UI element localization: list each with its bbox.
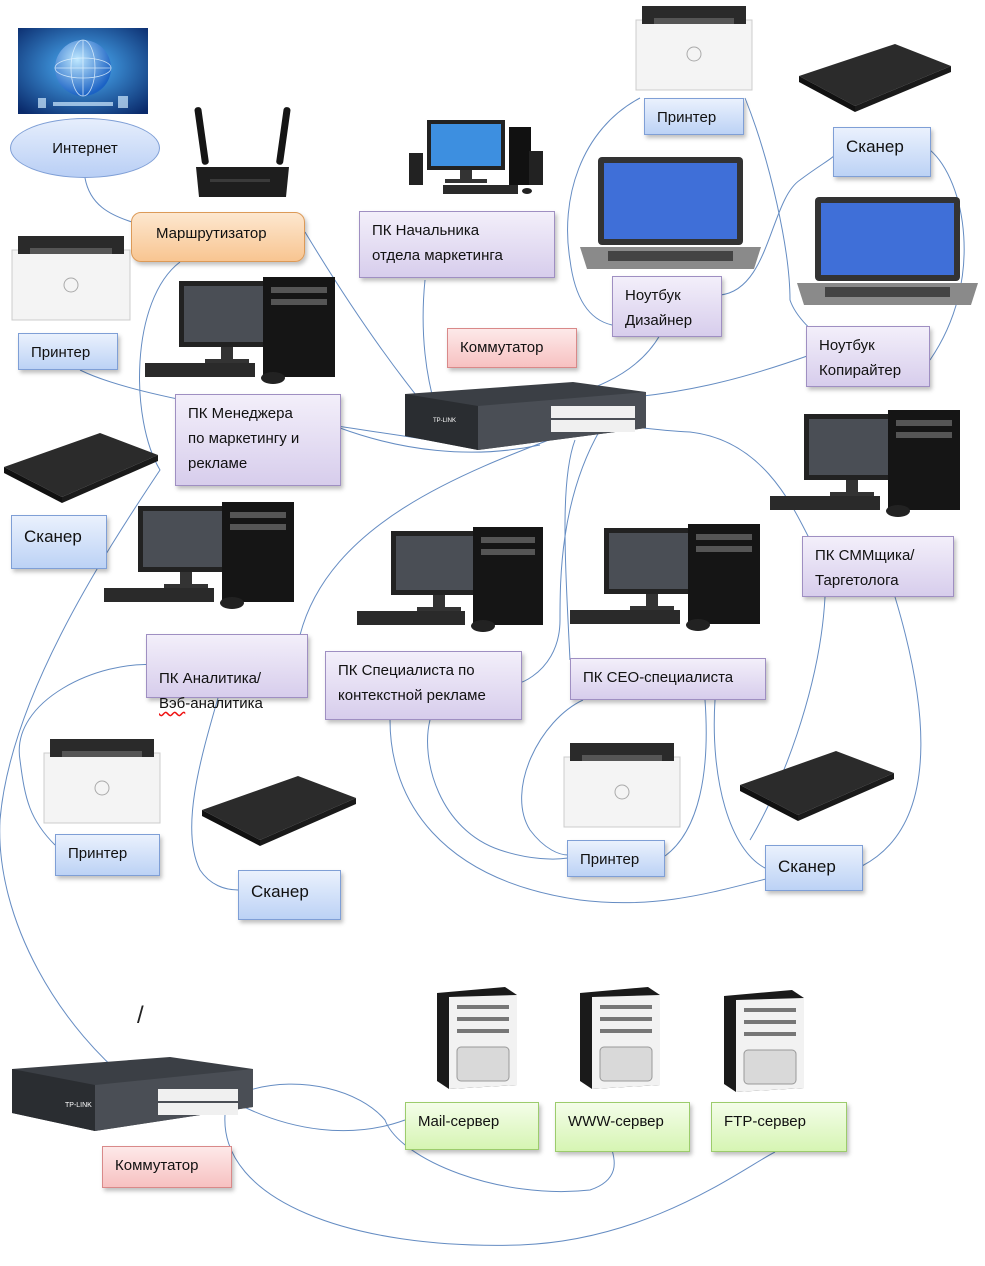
laptop-copy-label: Ноутбук Копирайтер	[806, 326, 930, 387]
scanner-br-label: Сканер	[765, 845, 863, 891]
pc-icon	[770, 410, 960, 517]
switch-icon: TP-LINK	[12, 1057, 253, 1131]
switch-bottom-label: Коммутатор	[102, 1146, 232, 1188]
pc-analyst-misspelled-word: Вэб	[159, 695, 186, 712]
mail-server-label: Mail-сервер	[405, 1102, 539, 1150]
scanner-icon	[4, 433, 158, 503]
scanner-icon	[799, 44, 951, 112]
ftp-server-label: FTP-сервер	[711, 1102, 847, 1152]
printer-icon	[11, 236, 131, 321]
printer-bc-label: Принтер	[567, 840, 665, 877]
router-icon	[194, 107, 291, 197]
pc-analyst-rest: -аналитика	[185, 695, 263, 712]
switch-icon: TP-LINK	[405, 382, 646, 450]
laptop-icon	[797, 197, 978, 305]
server-icon	[437, 987, 517, 1089]
printer-icon	[563, 743, 681, 828]
pc-seo-label: ПК СЕО-специалиста	[570, 658, 766, 700]
server-icon	[724, 990, 804, 1092]
pc-icon	[357, 527, 543, 632]
switch-top-label: Коммутатор	[447, 328, 577, 368]
printer-bl-label: Принтер	[55, 834, 160, 876]
scanner-left-label: Сканер	[11, 515, 107, 569]
pc-icon	[570, 524, 760, 631]
stray-slash-mark: /	[137, 1002, 144, 1029]
scanner-icon	[202, 776, 356, 846]
internet-node: Интернет	[10, 118, 160, 178]
printer-icon	[43, 739, 161, 824]
scanner-bottom-label: Сканер	[238, 870, 341, 920]
laptop-designer-label: Ноутбук Дизайнер	[612, 276, 722, 337]
pc-icon	[145, 277, 335, 384]
laptop-icon	[580, 157, 761, 269]
printer-icon	[635, 6, 753, 91]
globe-icon	[18, 28, 148, 114]
pc-head-label: ПК Начальника отдела маркетинга	[359, 211, 555, 278]
pc-icon	[104, 502, 294, 609]
pc-head-set-icon	[409, 120, 543, 194]
pc-analyst-line1: ПК Аналитика/	[159, 670, 262, 687]
pc-smm-label: ПК СММщика/ Таргетолога	[802, 536, 954, 597]
pc-manager-label: ПК Менеджера по маркетингу и рекламе	[175, 394, 341, 486]
switch-brand-label: TP-LINK	[65, 1102, 92, 1109]
switch-brand-label: TP-LINK	[433, 418, 456, 424]
www-server-label: WWW-сервер	[555, 1102, 690, 1152]
printer-top-label: Принтер	[644, 98, 744, 135]
server-icon	[580, 987, 660, 1089]
printer-left-label: Принтер	[18, 333, 118, 370]
router-label: Маршрутизатор	[131, 212, 305, 262]
pc-analyst-label: ПК Аналитика/Вэб-аналитика	[146, 634, 308, 712]
scanner-icon	[740, 751, 894, 821]
scanner-tr-label: Сканер	[833, 127, 931, 177]
pc-context-label: ПК Специалиста по контекстной рекламе	[325, 651, 522, 720]
